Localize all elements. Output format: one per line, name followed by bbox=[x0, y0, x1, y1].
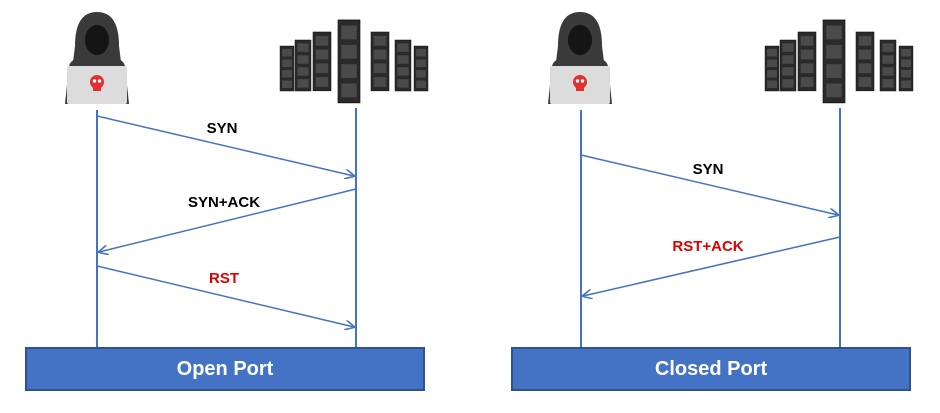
syn-label-closed: SYN bbox=[693, 161, 724, 178]
open-port-banner: Open Port bbox=[25, 347, 425, 391]
server-rack-icon-closed bbox=[764, 19, 914, 104]
client-icon-closed bbox=[548, 12, 612, 104]
syn-label-open: SYN bbox=[207, 120, 238, 137]
syn-arrow-closed bbox=[580, 154, 838, 215]
closed-port-banner: Closed Port bbox=[511, 347, 911, 391]
syn-ack-arrow-open bbox=[99, 188, 357, 252]
closed-port-label: Closed Port bbox=[654, 357, 768, 380]
syn-ack-label-open: SYN+ACK bbox=[188, 194, 260, 211]
server-rack-icon-open bbox=[279, 19, 429, 104]
rst-ack-label-closed: RST+ACK bbox=[672, 238, 743, 255]
rst-ack-arrow-closed bbox=[583, 236, 841, 296]
open-port-label: Open Port bbox=[176, 357, 274, 380]
rst-arrow-open bbox=[96, 265, 354, 327]
rst-label-open: RST bbox=[209, 270, 239, 287]
syn-arrow-open bbox=[96, 115, 354, 176]
client-icon-open bbox=[65, 12, 129, 104]
